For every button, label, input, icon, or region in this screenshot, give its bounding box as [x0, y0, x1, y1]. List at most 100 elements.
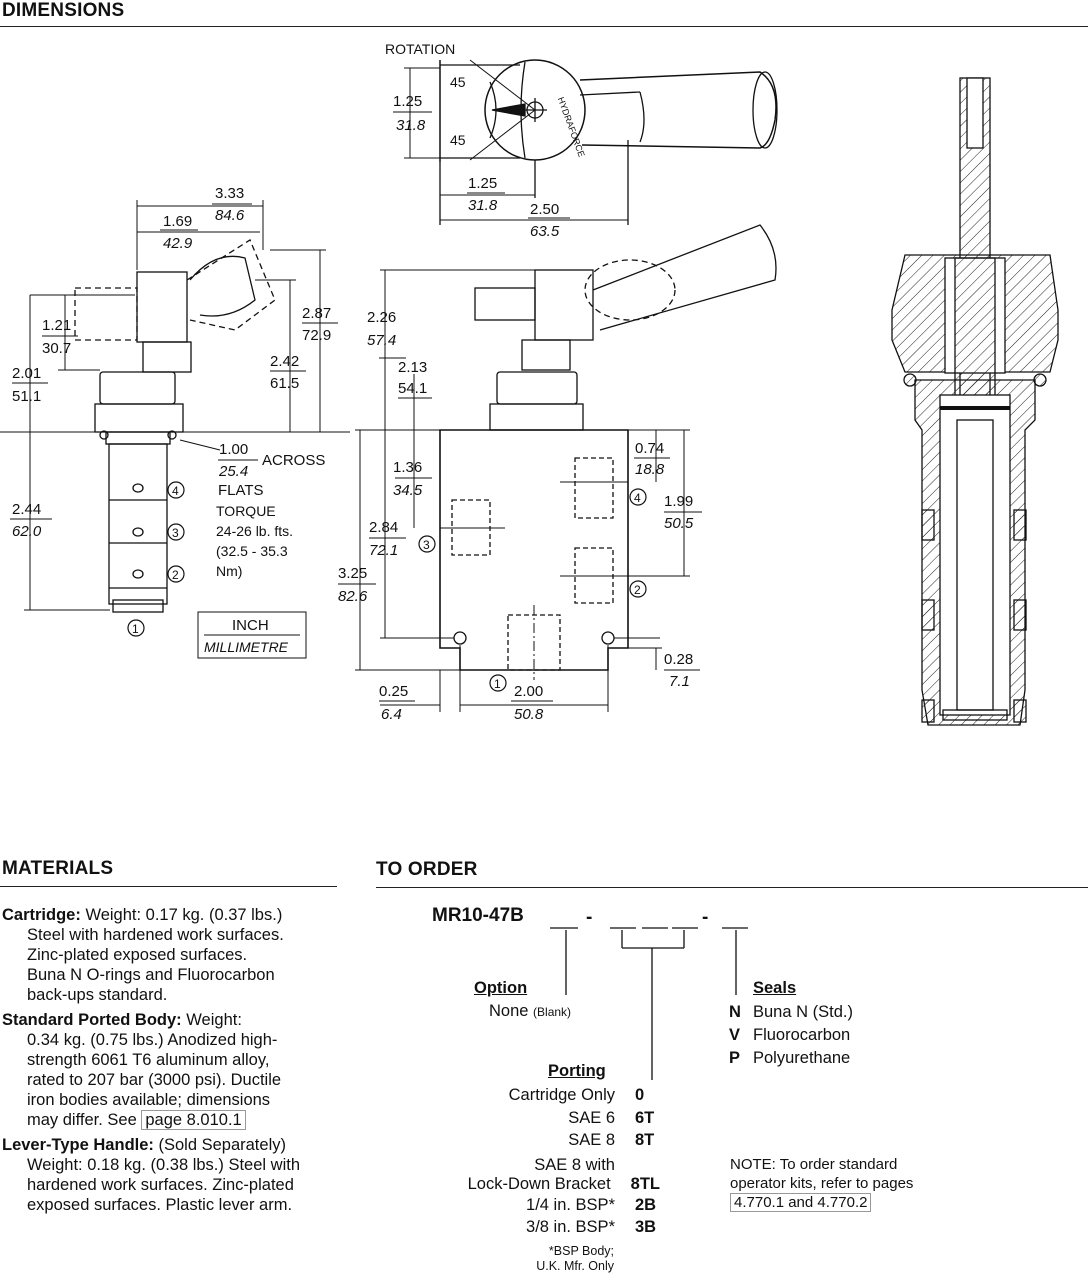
unit-legend-box	[197, 611, 307, 659]
materials-list: Cartridge: Weight: 0.17 kg. (0.37 lbs.) …	[2, 905, 347, 1215]
materials-rule	[0, 886, 337, 887]
dim-across-1-00: 1.00	[219, 441, 248, 458]
dim-side-42-9: 42.9	[163, 235, 193, 252]
cartridge-label: Cartridge:	[2, 906, 81, 924]
torque-line-1: 24-26 lb. fts.	[216, 523, 293, 539]
dim-side-1-69: 1.69	[163, 213, 192, 230]
seal-label: Buna N (Std.)	[753, 1003, 853, 1021]
handle-line-3: exposed surfaces. Plastic lever arm.	[27, 1196, 293, 1214]
seal-label: Polyurethane	[753, 1049, 851, 1067]
section-view	[891, 77, 1059, 726]
body-line-5: may differ. See page 8.010.1	[2, 1110, 347, 1130]
cartridge-line-2: Zinc-plated exposed surfaces.	[27, 946, 248, 964]
angle-bottom-label: 45	[450, 132, 466, 148]
torque-line-3: Nm)	[216, 563, 242, 579]
dim-body-1-99: 1.99	[664, 493, 693, 510]
dim-body-57-4: 57.4	[367, 332, 396, 349]
porting-row: SAE 8 8T	[420, 1129, 660, 1152]
dim-side-1-21: 1.21	[42, 317, 71, 334]
porting-row: Cartridge Only 0	[420, 1084, 660, 1107]
legend-inch: INCH	[232, 617, 269, 634]
bsp-note-1: *BSP Body;	[548, 1244, 614, 1258]
page-8010-link[interactable]: page 8.010.1	[141, 1110, 246, 1130]
operator-kit-pages-link[interactable]: 4.770.1 and 4.770.2	[730, 1193, 872, 1212]
dim-body-2-13: 2.13	[398, 359, 427, 376]
port-3-side: 3	[172, 526, 179, 540]
option-none: None (Blank)	[489, 1002, 571, 1021]
seal-code: V	[729, 1026, 741, 1044]
port-1-side: 1	[132, 622, 139, 636]
dim-body-7-1: 7.1	[669, 673, 690, 690]
seals-list: N Buna N (Std.) V Fluorocarbon P Polyuretha…	[729, 1001, 853, 1070]
seal-row: V Fluorocarbon	[729, 1024, 853, 1047]
order-note: NOTE: To order standard operator kits, r…	[730, 1155, 913, 1212]
body-line-2: strength 6061 T6 aluminum alloy,	[27, 1051, 270, 1069]
dim-side-62-0: 62.0	[12, 523, 42, 540]
dim-body-2-84: 2.84	[369, 519, 398, 536]
dim-body-72-1: 72.1	[369, 542, 398, 559]
dim-top-b-1-25: 1.25	[468, 175, 497, 192]
legend-millimetre: MILLIMETRE	[204, 639, 289, 655]
bsp-note: *BSP Body; U.K. Mfr. Only	[500, 1244, 614, 1274]
svg-text:-: -	[586, 907, 592, 928]
order-note-1: NOTE: To order standard	[730, 1156, 898, 1173]
porting-label: Lock-Down Bracket	[467, 1174, 611, 1193]
flats-label: FLATS	[218, 482, 264, 499]
dimensions-heading: DIMENSIONS	[2, 0, 125, 21]
dim-body-6-4: 6.4	[381, 706, 402, 723]
to-order-rule	[376, 887, 1088, 888]
dim-side-51-1: 51.1	[12, 388, 41, 405]
dim-top-b-31-8: 31.8	[468, 197, 498, 214]
body-line-3: rated to 207 bar (3000 psi). Ductile	[27, 1071, 282, 1089]
materials-body: Standard Ported Body: Weight:	[2, 1010, 347, 1030]
rotation-label: ROTATION	[385, 41, 455, 57]
angle-top-label: 45	[450, 74, 466, 90]
dim-side-84-6: 84.6	[215, 207, 245, 224]
port-4-front: 4	[634, 491, 641, 505]
materials-handle: Lever-Type Handle: (Sold Separately)	[2, 1135, 347, 1155]
handle-line-1: Weight: 0.18 kg. (0.38 lbs.) Steel with	[27, 1156, 300, 1174]
porting-label: SAE 8	[568, 1131, 615, 1149]
dim-body-54-1: 54.1	[398, 380, 427, 397]
cartridge-line-4: back-ups standard.	[27, 986, 168, 1004]
torque-label: TORQUE	[216, 503, 276, 519]
seal-row: P Polyurethane	[729, 1047, 853, 1070]
to-order-heading: TO ORDER	[376, 859, 478, 880]
porting-label: Cartridge Only	[508, 1086, 615, 1104]
seal-code: N	[729, 1003, 741, 1021]
port-4-side: 4	[172, 484, 179, 498]
porting-title: Porting	[548, 1062, 606, 1080]
dim-side-2-87: 2.87	[302, 305, 331, 322]
port-3-front: 3	[423, 538, 430, 552]
port-2-side: 2	[172, 568, 179, 582]
handle-line-0: (Sold Separately)	[158, 1136, 286, 1154]
cartridge-line-3: Buna N O-rings and Fluorocarbon	[27, 966, 275, 984]
svg-text:-: -	[702, 907, 708, 928]
porting-code: 8T	[635, 1131, 655, 1149]
front-view	[338, 224, 777, 712]
seal-row: N Buna N (Std.)	[729, 1001, 853, 1024]
option-title: Option	[474, 979, 528, 997]
across-label: ACROSS	[262, 452, 325, 469]
seal-code: P	[729, 1049, 741, 1067]
porting-row: SAE 8 with	[420, 1156, 660, 1175]
handle-label: Lever-Type Handle:	[2, 1136, 154, 1154]
option-blank-text: (Blank)	[533, 1005, 572, 1019]
top-view: ROTATION	[385, 41, 778, 225]
porting-label: SAE 6	[568, 1108, 615, 1127]
body-line-4: iron bodies available; dimensions	[27, 1091, 271, 1109]
torque-line-2: (32.5 - 35.3	[216, 543, 288, 559]
dim-body-82-6: 82.6	[338, 588, 368, 605]
dim-body-2-26: 2.26	[367, 309, 396, 326]
porting-label: 1/4 in. BSP*	[526, 1195, 615, 1214]
body-line-1: 0.34 kg. (0.75 lbs.) Anodized high-	[27, 1031, 278, 1049]
porting-label: SAE 8 with	[534, 1155, 615, 1174]
dim-side-61-5: 61.5	[270, 375, 299, 392]
seal-label: Fluorocarbon	[753, 1026, 851, 1044]
porting-code: 0	[635, 1086, 645, 1104]
dim-side-2-42: 2.42	[270, 353, 299, 370]
body-line-5-text: may differ. See	[27, 1111, 137, 1129]
